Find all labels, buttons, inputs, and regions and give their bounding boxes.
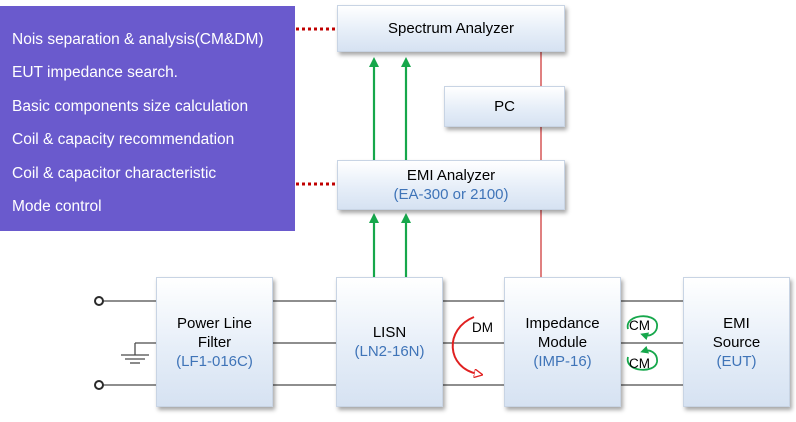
- emi-source-block: EMI Source (EUT): [683, 277, 790, 407]
- power-line-filter-title-line2: Filter: [197, 333, 232, 351]
- dm-label: DM: [472, 320, 493, 335]
- feature-list-panel: Nois separation & analysis(CM&DM) EUT im…: [0, 6, 295, 231]
- spectrum-analyzer-title: Spectrum Analyzer: [388, 20, 514, 37]
- feature-item: Nois separation & analysis(CM&DM): [12, 31, 264, 48]
- emi-source-model: (EUT): [716, 352, 757, 370]
- impedance-module-title-line2: Module: [537, 333, 588, 351]
- lisn-model: (LN2-16N): [354, 343, 425, 360]
- input-terminal-bottom: [94, 380, 104, 390]
- cm-top-label: CM: [629, 318, 650, 333]
- feature-item: Coil & capacitor characteristic: [12, 164, 217, 182]
- power-line-filter-title-line1: Power Line: [176, 314, 253, 332]
- feature-item: Basic components size calculation: [12, 97, 249, 115]
- emi-source-title-line2: Source: [712, 333, 761, 351]
- ground-symbol-icon: [121, 343, 149, 364]
- cm-top-arrow-icon: [627, 315, 658, 341]
- impedance-module-model: (IMP-16): [533, 352, 592, 370]
- feature-item: Mode control: [12, 198, 102, 216]
- emi-analyzer-block: EMI Analyzer (EA-300 or 2100): [337, 160, 565, 210]
- cm-bottom-arrow-icon: [627, 345, 658, 371]
- power-lines: [103, 300, 683, 386]
- feature-item: EUT impedance search.: [12, 64, 178, 82]
- impedance-module-title-line1: Impedance: [525, 314, 600, 332]
- cm-bottom-label: CM: [629, 356, 650, 371]
- emi-analyzer-title: EMI Analyzer: [406, 167, 496, 184]
- feature-item: Coil & capacity recommendation: [12, 131, 235, 149]
- emi-analyzer-model: (EA-300 or 2100): [393, 186, 509, 203]
- impedance-module-block: Impedance Module (IMP-16): [504, 277, 621, 407]
- dm-arrow-icon: [451, 316, 478, 374]
- lisn-block: LISN (LN2-16N): [336, 277, 443, 407]
- spectrum-analyzer-block: Spectrum Analyzer: [337, 5, 565, 52]
- pc-block: PC: [444, 86, 565, 127]
- pc-title: PC: [494, 98, 515, 115]
- power-line-filter-block: Power Line Filter (LF1-016C): [156, 277, 273, 407]
- input-terminal-top: [94, 296, 104, 306]
- emi-source-title-line1: EMI: [723, 314, 750, 332]
- power-line-filter-model: (LF1-016C): [176, 352, 253, 370]
- lisn-title: LISN: [372, 324, 407, 341]
